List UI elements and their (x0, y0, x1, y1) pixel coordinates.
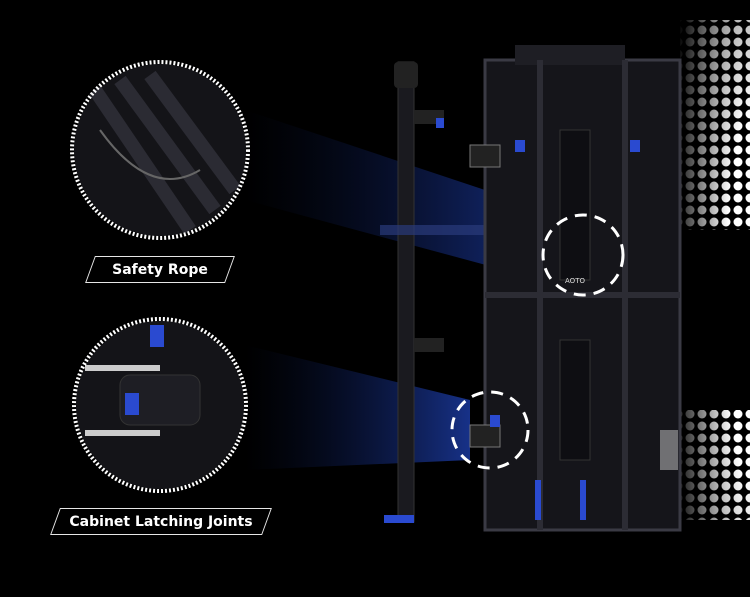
dot-pattern (680, 20, 750, 520)
callout-safety-rope-image (70, 60, 250, 240)
callout-latching-joints-image (72, 317, 248, 493)
led-cabinet: AOTO (469, 45, 682, 532)
brand-logo: AOTO (565, 277, 585, 285)
light-beam-bottom (245, 345, 470, 470)
callout-label-text: Cabinet Latching Joints (69, 513, 253, 530)
callout-label-text: Safety Rope (112, 261, 208, 278)
highlight-latching-joint (450, 390, 530, 470)
support-pole (380, 61, 520, 523)
highlight-safety-rope (541, 213, 625, 297)
callout-label-cabinet-latching-joints: Cabinet Latching Joints (50, 508, 272, 535)
callout-label-safety-rope: Safety Rope (85, 256, 235, 283)
